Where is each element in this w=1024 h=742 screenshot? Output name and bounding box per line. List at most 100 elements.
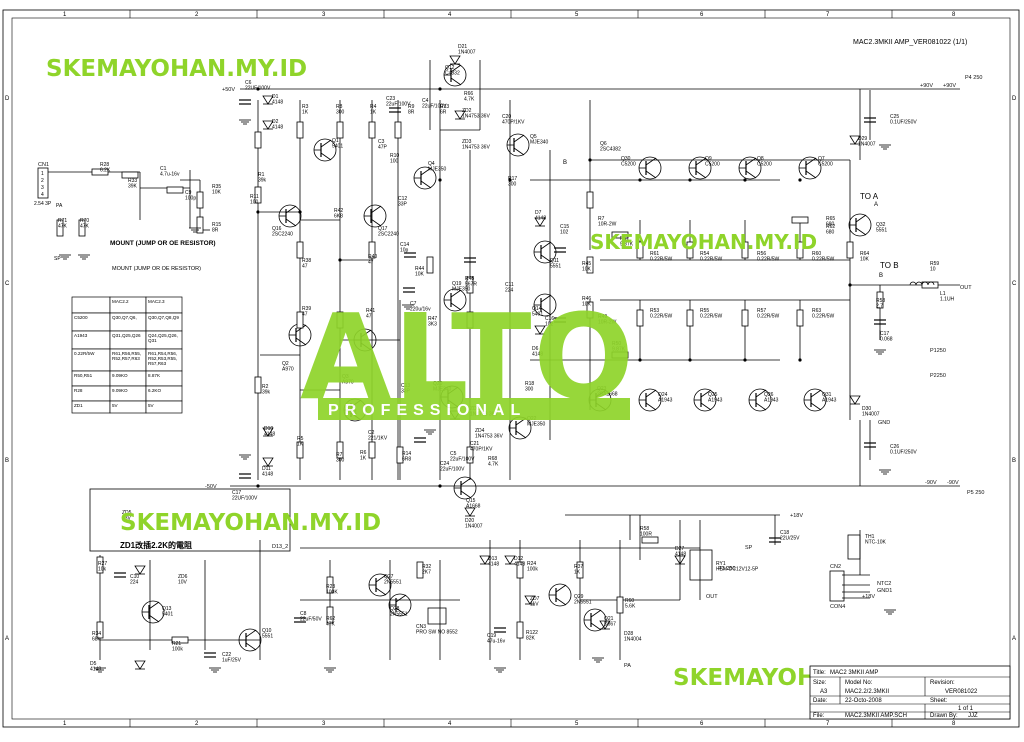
junction-dot: [298, 210, 302, 214]
diode-symbol: [849, 395, 861, 405]
column-marker: 8: [952, 12, 956, 18]
rail-label-neg90: -90V: [925, 480, 937, 486]
cn1-connector: [37, 167, 49, 199]
resistor-symbol: [254, 131, 262, 149]
resistor-symbol: [576, 561, 584, 579]
diode-symbol: [599, 620, 611, 630]
resistor-symbol: [368, 441, 376, 459]
row-marker-right: C: [1012, 281, 1017, 287]
resistor-symbol: [296, 311, 304, 329]
table-cell: Q30,Q7,Q8,Q9: [148, 315, 179, 320]
diode-symbol: [534, 325, 546, 335]
cn1-pin-4: 4: [41, 192, 44, 198]
rail-label-pos18: +18V: [790, 513, 803, 519]
resistor-symbol: [336, 311, 344, 329]
diode-symbol: [134, 565, 146, 575]
tb-revision-label: Revision:: [930, 680, 955, 686]
table-cell: R61,R54,R56,R52,R53,R55,R57,R63: [148, 351, 177, 366]
mount-label-2: MOUNT (JUMP OR OE RESISTOR): [112, 266, 201, 272]
diode-symbol: [534, 217, 546, 227]
resistor-symbol: [586, 191, 594, 209]
table-cell: Q24,Q25,Q26,Q31: [148, 333, 178, 343]
diode-symbol: [454, 110, 466, 120]
tb-drawn-label: Drawn By:: [930, 713, 958, 719]
resistor-symbol: [196, 216, 204, 234]
resistor-symbol: [921, 281, 939, 289]
tb-sheet: 1 of 1: [958, 706, 974, 712]
table-cell: 6.2KO: [148, 388, 161, 393]
cn1-type: 2.54 3P: [34, 201, 52, 207]
column-marker-bottom: 4: [448, 721, 452, 727]
rail-label-neg90-right: -90V: [947, 480, 959, 486]
resistor-symbol: [91, 168, 109, 176]
junction-dot: [638, 358, 642, 362]
node-b: B: [879, 273, 883, 279]
resistor-symbol: [796, 241, 804, 259]
rail-label-pos90-right: +90V: [943, 83, 956, 89]
rail-gnd-label: GND: [878, 420, 890, 426]
watermark-mid-left: SKEMAYOHAN.MY.ID: [120, 510, 381, 536]
resistor-symbol: [416, 561, 424, 579]
resistor-symbol: [426, 256, 434, 274]
table-cell: 8.87K: [148, 373, 161, 378]
switch-symbol: [427, 607, 447, 625]
cn2-label: CN2: [830, 564, 841, 570]
resistor-symbol: [121, 171, 139, 179]
junction-dot: [508, 178, 512, 182]
junction-dot: [256, 87, 260, 91]
junction-dot: [743, 178, 747, 182]
resistor-symbol: [296, 241, 304, 259]
connector-p3: P3 250: [718, 566, 735, 572]
connector-p2: P2250: [930, 373, 946, 379]
resistor-symbol: [166, 186, 184, 194]
node-to-a: TO A: [860, 192, 879, 201]
resistor-symbol: [336, 121, 344, 139]
resistor-symbol: [611, 351, 629, 359]
tb-file-label: File:: [813, 713, 825, 719]
inductor-symbol: [915, 281, 923, 286]
resistor-symbol: [686, 241, 694, 259]
rail-label-pos90: +90V: [920, 83, 933, 89]
tb-model-label: Model No:: [845, 680, 873, 686]
column-marker: 6: [700, 12, 704, 18]
cn1-pin-2: 2: [41, 178, 44, 184]
table-cell: 9.09KO: [112, 373, 128, 378]
resistor-symbol: [516, 561, 524, 579]
